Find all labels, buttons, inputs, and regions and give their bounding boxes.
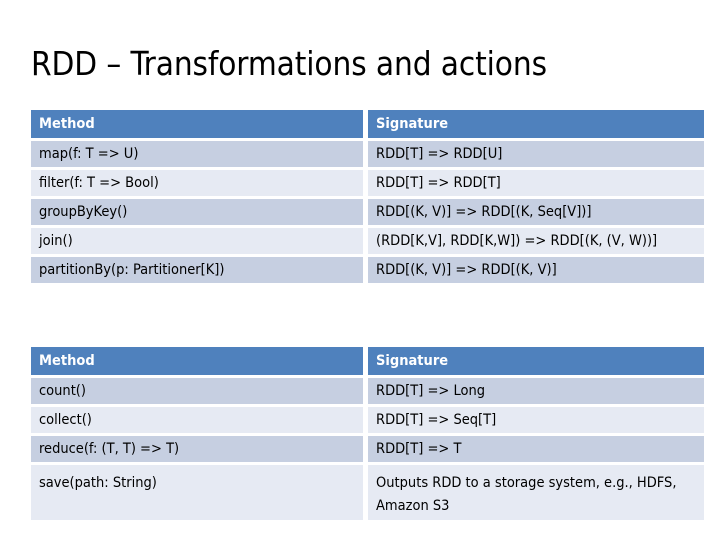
cell-signature: RDD[T] => Long <box>368 378 704 407</box>
table-header-row: Method Signature <box>31 110 704 141</box>
cell-method: join() <box>31 228 368 257</box>
table-row: filter(f: T => Bool) RDD[T] => RDD[T] <box>31 170 704 199</box>
cell-signature: RDD[T] => RDD[U] <box>368 141 704 170</box>
table-header-row: Method Signature <box>31 347 704 378</box>
cell-method: groupByKey() <box>31 199 368 228</box>
transformations-table-header: Method Signature <box>31 110 704 141</box>
actions-table-header: Method Signature <box>31 347 704 378</box>
column-header-signature: Signature <box>368 110 704 141</box>
transformations-table-body: map(f: T => U) RDD[T] => RDD[U] filter(f… <box>31 141 704 286</box>
table-row: map(f: T => U) RDD[T] => RDD[U] <box>31 141 704 170</box>
cell-signature: Outputs RDD to a storage system, e.g., H… <box>368 465 704 520</box>
actions-table-body: count() RDD[T] => Long collect() RDD[T] … <box>31 378 704 520</box>
cell-signature: (RDD[K,V], RDD[K,W]) => RDD[(K, (V, W))] <box>368 228 704 257</box>
table-row: join() (RDD[K,V], RDD[K,W]) => RDD[(K, (… <box>31 228 704 257</box>
cell-signature: RDD[T] => RDD[T] <box>368 170 704 199</box>
page-title: RDD – Transformations and actions <box>31 44 547 83</box>
cell-method: count() <box>31 378 368 407</box>
cell-method: reduce(f: (T, T) => T) <box>31 436 368 465</box>
table-row: save(path: String) Outputs RDD to a stor… <box>31 465 704 520</box>
transformations-table: Method Signature map(f: T => U) RDD[T] =… <box>31 110 704 286</box>
cell-signature: RDD[T] => Seq[T] <box>368 407 704 436</box>
table-row: count() RDD[T] => Long <box>31 378 704 407</box>
actions-table: Method Signature count() RDD[T] => Long … <box>31 347 704 520</box>
table-row: collect() RDD[T] => Seq[T] <box>31 407 704 436</box>
column-header-method: Method <box>31 110 368 141</box>
table-row: reduce(f: (T, T) => T) RDD[T] => T <box>31 436 704 465</box>
table-row: groupByKey() RDD[(K, V)] => RDD[(K, Seq[… <box>31 199 704 228</box>
table-row: partitionBy(p: Partitioner[K]) RDD[(K, V… <box>31 257 704 286</box>
cell-method: filter(f: T => Bool) <box>31 170 368 199</box>
cell-signature: RDD[(K, V)] => RDD[(K, V)] <box>368 257 704 286</box>
cell-method: save(path: String) <box>31 465 368 520</box>
cell-signature: RDD[T] => T <box>368 436 704 465</box>
cell-signature: RDD[(K, V)] => RDD[(K, Seq[V])] <box>368 199 704 228</box>
column-header-method: Method <box>31 347 368 378</box>
cell-method: collect() <box>31 407 368 436</box>
cell-method: map(f: T => U) <box>31 141 368 170</box>
column-header-signature: Signature <box>368 347 704 378</box>
cell-method: partitionBy(p: Partitioner[K]) <box>31 257 368 286</box>
